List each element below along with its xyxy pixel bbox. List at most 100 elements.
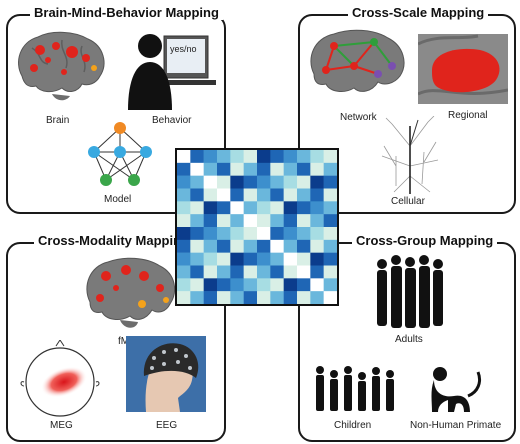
matrix-cell [323,201,338,215]
matrix-cell [177,227,191,241]
matrix-cell [323,214,338,228]
eeg-cap-icon [126,336,206,412]
children-silhouette-icon [316,366,394,411]
matrix-cell [270,239,284,253]
panel-title-cross-group: Cross-Group Mapping [352,234,498,248]
matrix-cell [243,252,258,266]
matrix-cell [177,291,191,305]
matrix-cell [203,278,218,292]
matrix-cell [297,188,311,202]
matrix-cell [190,239,204,253]
matrix-cell [203,175,218,189]
matrix-cell [243,227,258,241]
matrix-cell [217,150,231,164]
matrix-cell [217,265,231,279]
label-non-human-primate: Non-Human Primate [410,420,502,431]
matrix-cell [203,239,218,253]
matrix-cell [257,227,271,241]
matrix-cell [270,150,284,164]
network-brain-icon [310,29,405,92]
matrix-cell [230,150,244,164]
matrix-cell [257,291,271,305]
matrix-cell [243,265,258,279]
matrix-cell [257,188,271,202]
matrix-cell [270,175,284,189]
matrix-cell [257,239,271,253]
fmri-brain-icon [86,257,176,328]
matrix-cell [310,214,324,228]
matrix-cell [297,162,311,176]
matrix-cell [310,239,324,253]
matrix-cell [270,291,284,305]
matrix-cell [243,162,258,176]
matrix-cell [217,201,231,215]
matrix-cell [203,227,218,241]
matrix-cell [203,252,218,266]
matrix-cell [190,278,204,292]
matrix-cell [203,162,218,176]
matrix-cell [177,150,191,164]
matrix-cell [297,239,311,253]
matrix-cell [217,227,231,241]
matrix-cell [310,252,324,266]
matrix-cell [270,278,284,292]
matrix-cell [190,150,204,164]
matrix-cell [243,201,258,215]
matrix-cell [257,278,271,292]
primate-silhouette-icon [431,367,482,412]
matrix-cell [190,201,204,215]
matrix-cell [323,265,338,279]
matrix-cell [243,239,258,253]
matrix-cell [297,214,311,228]
matrix-cell [257,252,271,266]
matrix-cell [297,227,311,241]
matrix-cell [283,214,298,228]
behavior-person-icon [128,34,216,110]
matrix-cell [230,175,244,189]
matrix-cell [203,291,218,305]
matrix-cell [203,201,218,215]
label-regional: Regional [448,110,488,121]
matrix-cell [310,291,324,305]
matrix-cell [230,201,244,215]
matrix-cell [297,150,311,164]
matrix-cell [177,214,191,228]
panel-title-brain-mind-behavior: Brain-Mind-Behavior Mapping [30,6,223,20]
matrix-cell [323,252,338,266]
matrix-cell [217,252,231,266]
matrix-cell [190,175,204,189]
behavior-screen-text: yes/no [170,44,197,54]
matrix-cell [310,201,324,215]
matrix-cell [297,278,311,292]
label-eeg: EEG [156,420,178,431]
matrix-cell [270,188,284,202]
matrix-cell [283,265,298,279]
matrix-cell [297,252,311,266]
matrix-cell [310,188,324,202]
matrix-cell [270,162,284,176]
matrix-cell [230,291,244,305]
matrix-cell [190,252,204,266]
matrix-cell [283,291,298,305]
matrix-cell [190,188,204,202]
matrix-cell [283,278,298,292]
matrix-cell [217,175,231,189]
matrix-cell [270,201,284,215]
matrix-cell [230,214,244,228]
matrix-cell [270,214,284,228]
matrix-cell [243,150,258,164]
matrix-cell [257,214,271,228]
matrix-cell [257,175,271,189]
matrix-cell [310,265,324,279]
matrix-cell [177,188,191,202]
matrix-cell [257,150,271,164]
matrix-cell [323,150,338,164]
panel-title-cross-modality: Cross-Modality Mapping [34,234,193,248]
matrix-cell [283,150,298,164]
matrix-cell [177,162,191,176]
matrix-cell [230,162,244,176]
matrix-cell [297,201,311,215]
matrix-cell [217,188,231,202]
matrix-cell [270,265,284,279]
matrix-cell [230,278,244,292]
